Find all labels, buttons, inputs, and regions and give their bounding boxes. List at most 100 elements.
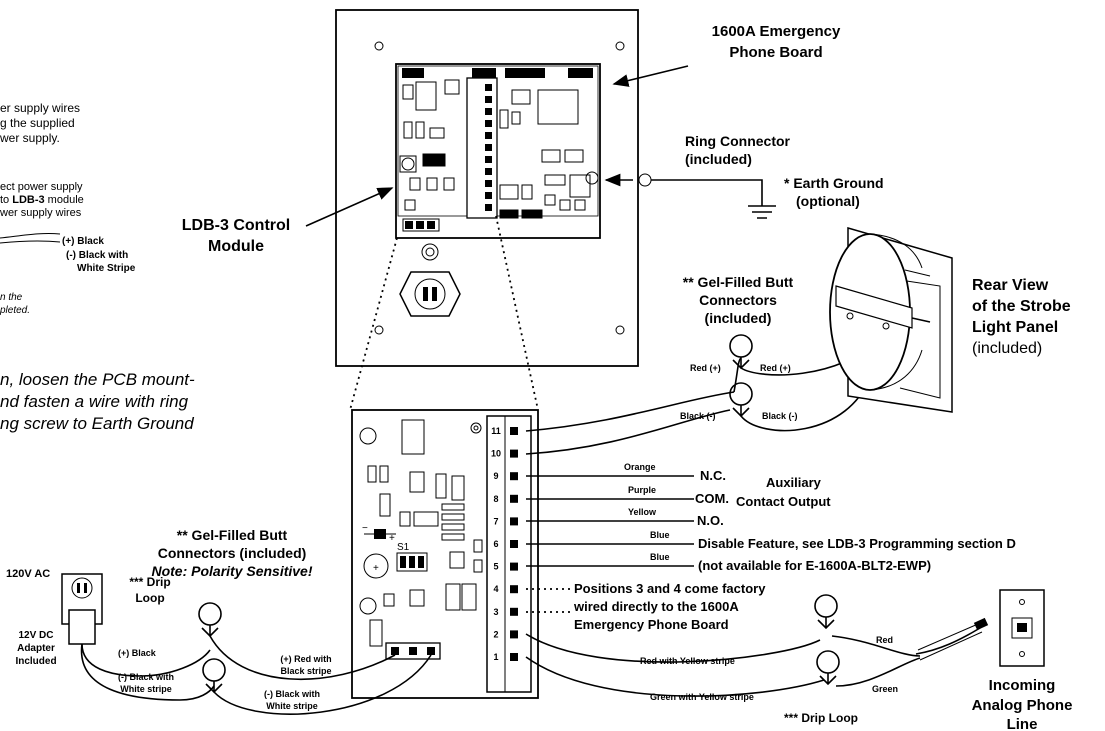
terminal-screw bbox=[510, 607, 518, 616]
svg-text:* Earth Ground: * Earth Ground bbox=[784, 175, 884, 191]
svg-text:S1: S1 bbox=[397, 542, 410, 553]
svg-text:** Gel-Filled Butt: ** Gel-Filled Butt bbox=[683, 274, 794, 290]
svg-text:of the Strobe: of the Strobe bbox=[972, 298, 1071, 315]
svg-text:n, loosen the PCB mount-: n, loosen the PCB mount- bbox=[0, 370, 195, 389]
svg-text:Blue: Blue bbox=[650, 530, 670, 540]
phone-wall-jack bbox=[999, 589, 1045, 667]
left-red-wire bbox=[209, 635, 396, 681]
svg-text:Module: Module bbox=[208, 238, 264, 255]
terminal-number: 7 bbox=[493, 516, 498, 526]
svg-text:Red: Red bbox=[876, 635, 893, 645]
svg-text:White stripe: White stripe bbox=[120, 684, 172, 694]
svg-text:Orange: Orange bbox=[624, 462, 656, 472]
svg-text:(optional): (optional) bbox=[796, 193, 860, 209]
svg-text:Yellow: Yellow bbox=[628, 507, 657, 517]
svg-text:(-) Black with: (-) Black with bbox=[66, 250, 128, 261]
svg-text:Connectors (included): Connectors (included) bbox=[158, 545, 307, 561]
svg-text:(+) Black: (+) Black bbox=[118, 648, 157, 658]
ldb3-label: LDB-3 Control bbox=[182, 217, 290, 234]
terminal-screw bbox=[510, 562, 518, 571]
svg-text:120V AC: 120V AC bbox=[6, 568, 50, 580]
left-notes: er supply wires g the supplied wer suppl… bbox=[0, 101, 195, 433]
svg-text:wer supply.: wer supply. bbox=[0, 131, 60, 145]
svg-text:Rear View: Rear View bbox=[972, 277, 1049, 294]
svg-text:COM.: COM. bbox=[695, 491, 729, 506]
svg-text:ng screw to Earth Ground: ng screw to Earth Ground bbox=[0, 414, 194, 433]
svg-text:Disable Feature, see LDB-3 Pro: Disable Feature, see LDB-3 Programming s… bbox=[698, 536, 1016, 551]
svg-text:g the supplied: g the supplied bbox=[0, 116, 75, 130]
terminal-screw bbox=[510, 540, 518, 548]
terminal-number: 8 bbox=[493, 494, 498, 504]
terminal-screw bbox=[510, 494, 518, 503]
svg-text:nd fasten a wire with ring: nd fasten a wire with ring bbox=[0, 392, 189, 411]
svg-text:er supply wires: er supply wires bbox=[0, 101, 80, 115]
legend-wires bbox=[0, 233, 61, 244]
terminal-screw bbox=[510, 427, 518, 435]
svg-text:wired directly to the 1600A: wired directly to the 1600A bbox=[573, 599, 739, 614]
terminal-number: 5 bbox=[493, 562, 498, 572]
svg-text:pleted.: pleted. bbox=[0, 305, 30, 316]
terminal-number: 10 bbox=[491, 449, 501, 459]
svg-text:(+) Black: (+) Black bbox=[62, 236, 104, 247]
svg-text:Adapter: Adapter bbox=[17, 643, 55, 654]
svg-text:(included): (included) bbox=[685, 151, 752, 167]
strobe-butt-connectors bbox=[729, 334, 753, 418]
svg-text:*** Drip Loop: *** Drip Loop bbox=[784, 711, 858, 725]
svg-text:Blue: Blue bbox=[650, 552, 670, 562]
svg-text:Line: Line bbox=[1007, 716, 1038, 731]
svg-text:Black (-): Black (-) bbox=[680, 411, 716, 421]
terminal-screw bbox=[510, 517, 518, 526]
svg-text:White stripe: White stripe bbox=[266, 701, 318, 711]
terminal-number: 3 bbox=[493, 607, 498, 617]
terminal-number: 4 bbox=[493, 584, 498, 594]
svg-text:Positions 3 and 4 come factory: Positions 3 and 4 come factory bbox=[574, 581, 766, 596]
terminal-screw bbox=[510, 653, 518, 661]
green-wire bbox=[835, 657, 921, 687]
red-yellow-wire bbox=[525, 633, 821, 663]
svg-text:(included): (included) bbox=[972, 340, 1042, 357]
strobe-light-panel bbox=[829, 227, 953, 413]
svg-text:Connectors: Connectors bbox=[699, 292, 777, 308]
svg-text:Analog Phone: Analog Phone bbox=[972, 697, 1073, 714]
phone-board-arrow bbox=[612, 65, 689, 87]
svg-text:Red (+): Red (+) bbox=[760, 363, 791, 373]
svg-text:Ring Connector: Ring Connector bbox=[685, 133, 791, 149]
phone-butt-connectors bbox=[814, 594, 840, 686]
left-butt-connectors bbox=[198, 602, 226, 694]
red-wire bbox=[831, 635, 921, 657]
svg-text:(-) Black with: (-) Black with bbox=[118, 672, 174, 682]
svg-text:+: + bbox=[389, 533, 395, 544]
dip-switch-s1: S1 bbox=[396, 542, 428, 572]
svg-text:(+) Red with: (+) Red with bbox=[280, 654, 331, 664]
svg-text:Phone Board: Phone Board bbox=[729, 44, 822, 61]
svg-text:Emergency Phone Board: Emergency Phone Board bbox=[574, 617, 729, 632]
svg-text:Auxiliary: Auxiliary bbox=[766, 475, 822, 490]
svg-text:(included): (included) bbox=[705, 310, 772, 326]
svg-text:** Gel-Filled Butt: ** Gel-Filled Butt bbox=[177, 527, 288, 543]
svg-text:Red (+): Red (+) bbox=[690, 363, 721, 373]
ring-connector bbox=[638, 173, 776, 219]
svg-text:Black stripe: Black stripe bbox=[280, 666, 331, 676]
svg-text:Red with Yellow stripe: Red with Yellow stripe bbox=[640, 656, 735, 666]
terminal-number: 2 bbox=[493, 629, 498, 639]
svg-text:White Stripe: White Stripe bbox=[77, 263, 136, 274]
svg-text:12V DC: 12V DC bbox=[18, 630, 53, 641]
svg-text:n the: n the bbox=[0, 292, 23, 303]
svg-text:to LDB-3 module: to LDB-3 module bbox=[0, 194, 84, 206]
svg-text:Contact Output: Contact Output bbox=[736, 494, 831, 509]
cable-gland bbox=[399, 271, 461, 317]
svg-text:−: − bbox=[362, 523, 368, 534]
svg-text:+: + bbox=[373, 563, 379, 574]
svg-text:Black (-): Black (-) bbox=[762, 411, 798, 421]
svg-text:(not available for E-1600A-BLT: (not available for E-1600A-BLT2-EWP) bbox=[698, 558, 931, 573]
svg-text:wer supply wires: wer supply wires bbox=[0, 207, 82, 219]
terminal-screw bbox=[510, 472, 518, 481]
svg-text:(-) Black with: (-) Black with bbox=[264, 689, 320, 699]
svg-text:Light Panel: Light Panel bbox=[972, 319, 1058, 336]
svg-text:*** Drip: *** Drip bbox=[129, 575, 170, 589]
terminal-wires bbox=[525, 391, 735, 613]
terminal-number: 1 bbox=[493, 652, 498, 662]
